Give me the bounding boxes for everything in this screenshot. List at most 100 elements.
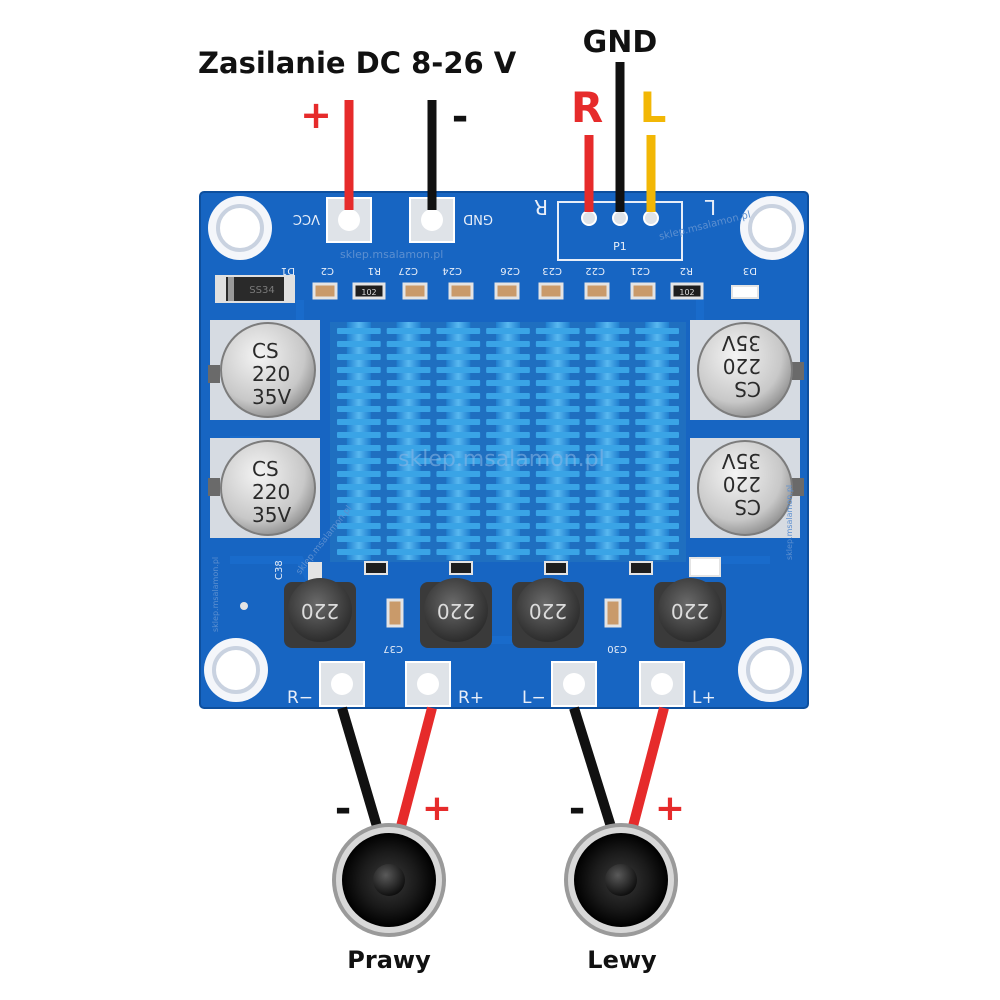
heatsink-fin [337, 419, 381, 425]
heatsink-fin [635, 549, 679, 555]
r-top-label: R [571, 83, 603, 132]
heatsink-fin [337, 484, 381, 490]
heatsink-fin-column [446, 322, 471, 560]
heatsink-fin [585, 471, 630, 477]
c37-silk-label: C37 [383, 643, 403, 654]
heatsink-fin [386, 536, 431, 542]
heatsink-fin [635, 471, 679, 477]
capacitor-bottom-right [690, 438, 804, 538]
cap-tr-line1: CS [734, 377, 761, 401]
heatsink-fin [585, 354, 630, 360]
heatsink-fin [436, 484, 481, 490]
l-minus-silk: L− [522, 688, 546, 708]
heatsink-fin [535, 523, 580, 529]
heatsink-fin-column [396, 322, 421, 560]
heatsink-fin [337, 471, 381, 477]
c22-silk-label: C22 [585, 265, 605, 276]
heatsink-fin [585, 458, 630, 464]
r2-silk-label: R2 [680, 265, 693, 276]
heatsink-fin [486, 432, 530, 438]
left-speaker-minus: - [569, 786, 586, 832]
wire-left-minus [569, 706, 617, 832]
c26-silk-label: C26 [500, 265, 520, 276]
heatsink-fin [337, 458, 381, 464]
heatsink-fin [535, 432, 580, 438]
heatsink-fin [436, 458, 481, 464]
heatsink-fin [386, 523, 431, 529]
heatsink-fin [486, 497, 530, 503]
left-speaker-plus: + [655, 788, 685, 829]
p1-silk-label: P1 [613, 240, 627, 253]
cap-br-line3: 35V [722, 449, 761, 473]
heatsink-fin [585, 380, 630, 386]
c27-silk-label: C27 [398, 265, 418, 276]
heatsink-fin [535, 406, 580, 412]
heatsink-fin [337, 549, 381, 555]
cap-tl-line3: 35V [252, 385, 291, 409]
heatsink-fin [337, 406, 381, 412]
heatsink-fin [386, 432, 431, 438]
heatsink-fin [436, 536, 481, 542]
heatsink-fin [337, 523, 381, 529]
capacitor-top-right [690, 320, 804, 420]
vcc-silk-label: VCC [293, 211, 320, 226]
heatsink-fin [585, 341, 630, 347]
heatsink-fin [486, 393, 530, 399]
speaker-right-icon [332, 823, 446, 937]
heatsink-fin-column [346, 322, 371, 560]
heatsink-fin [486, 419, 530, 425]
heatsink-fin [436, 328, 481, 334]
heatsink-fin [486, 445, 530, 451]
gnd-top-label: GND [583, 25, 658, 60]
heatsink-fin [635, 458, 679, 464]
c24-silk-label: C24 [442, 265, 462, 276]
heatsink-fin [585, 328, 630, 334]
capacitor-top-left [208, 320, 320, 420]
heatsink-fin [585, 367, 630, 373]
heatsink-fin-column [595, 322, 620, 560]
heatsink-fin [535, 484, 580, 490]
heatsink-fin [535, 341, 580, 347]
r-minus-silk: R− [287, 688, 313, 708]
mounting-hole [208, 196, 272, 260]
heatsink-fin [585, 432, 630, 438]
heatsink-fin [535, 380, 580, 386]
heatsink-fin [635, 484, 679, 490]
heatsink-fin [337, 341, 381, 347]
heatsink-fin [386, 497, 431, 503]
watermark-right: sklep.msalamon.pl [785, 485, 794, 560]
c38-silk-label: C38 [274, 560, 285, 580]
heatsink-fin [337, 367, 381, 373]
heatsink-fin [635, 419, 679, 425]
mounting-hole [204, 638, 268, 702]
heatsink-fin [386, 367, 431, 373]
heatsink-fin [386, 510, 431, 516]
heatsink-fin [535, 497, 580, 503]
c2-silk-label: C2 [321, 265, 334, 276]
heatsink-fin [337, 536, 381, 542]
heatsink-fin [535, 510, 580, 516]
c30-silk-label: C30 [607, 643, 627, 654]
heatsink-fin [585, 406, 630, 412]
power-plus-label: + [300, 93, 332, 137]
cap-bl-line1: CS [252, 457, 279, 481]
heatsink-fin [436, 510, 481, 516]
heatsink-fin [436, 471, 481, 477]
heatsink-fin [337, 432, 381, 438]
heatsink-fin [386, 458, 431, 464]
heatsink-fin [486, 471, 530, 477]
heatsink-fin [535, 445, 580, 451]
heatsink-fin [635, 432, 679, 438]
heatsink-fin [486, 484, 530, 490]
heatsink-fin [635, 380, 679, 386]
watermark-center: sklep.msalamon.pl [398, 447, 605, 472]
heatsink-fin [486, 510, 530, 516]
heatsink-fin [486, 328, 530, 334]
heatsink-fin [486, 406, 530, 412]
cap-tr-line2: 220 [723, 354, 761, 378]
inductor-2 [420, 578, 492, 648]
heatsink-fin [436, 393, 481, 399]
diode-d1 [215, 275, 295, 303]
inductor-1-value: 220 [301, 599, 339, 623]
